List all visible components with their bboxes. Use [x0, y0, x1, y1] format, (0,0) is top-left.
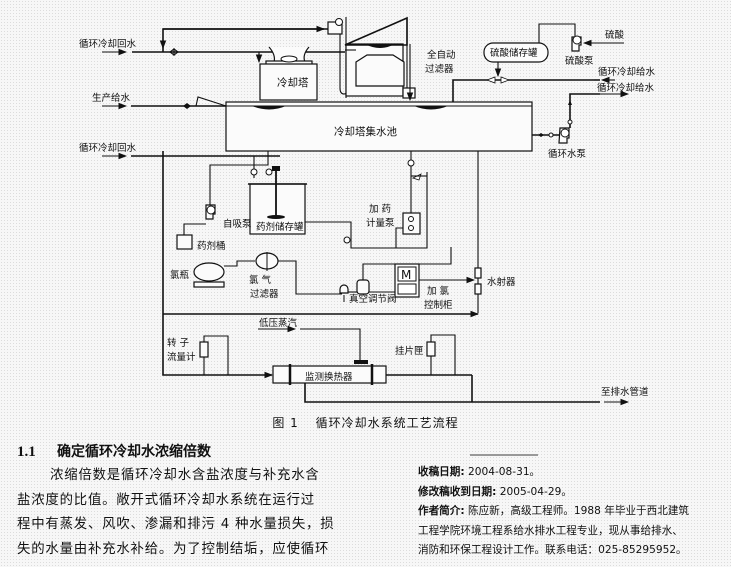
chlorinator-label-1: 加 氯: [427, 285, 450, 297]
cooling-tower-label: 冷却塔: [277, 76, 309, 89]
body-paragraph: 浓缩倍数是循环冷却水含盐浓度与补充水含 盐浓度的比值。敞开式循环冷却水系统在运行…: [17, 464, 362, 562]
chemical-dosing-system: 药剂储存罐 自吸泵 药剂桶 加 药 计量泵: [176, 151, 428, 252]
supply-water-out-label: 循环冷却给水: [597, 82, 655, 94]
chlorine-filter-label-1: 氯 气: [249, 274, 272, 286]
dosing-pump-label-2: 计量泵: [366, 217, 395, 229]
revised-label: 修改稿收到日期:: [418, 485, 497, 498]
author-bio: 作者简介: 陈应新，高级工程师。1988 年毕业于西北建筑: [418, 502, 728, 522]
circ-pump-label: 循环水泵: [548, 148, 587, 160]
footnote-divider: [470, 454, 538, 456]
rotameter-label-1: 转 子: [167, 337, 190, 349]
ejector-label: 水射器: [487, 276, 516, 288]
rotameter-label-2: 流量计: [167, 351, 196, 363]
monitoring-heat-exchanger: 转 子 流量计 低压蒸汽 监测换热器 挂片匣 至排水管道: [162, 314, 649, 406]
basin-label: 冷却塔集水池: [334, 125, 397, 138]
supply-water-in-label: 循环冷却给水: [598, 66, 656, 78]
monitor-hx-label: 监测换热器: [305, 371, 353, 383]
cooling-tower: 冷却塔: [259, 46, 318, 101]
return-water-mid-line: [102, 151, 280, 314]
auto-filter: 全自动 过滤器: [327, 16, 456, 102]
figure-caption: 图 1 循环冷却水系统工艺流程: [0, 414, 731, 431]
received-date: 收稿日期: 2004-08-31。: [418, 463, 728, 483]
sulfuric-tank-label: 硫酸储存罐: [490, 47, 538, 59]
chlorine-bottle-label: 氯瓶: [170, 269, 190, 281]
low-pressure-steam-label: 低压蒸汽: [259, 317, 298, 329]
process-flow-diagram: 冷却塔 全自动 过滤器 冷却塔集水池 硫酸储存罐: [79, 16, 656, 406]
chlorinator-display: M: [401, 268, 411, 282]
section-number: 1.1: [17, 444, 36, 460]
production-supply-label: 生产给水: [92, 92, 131, 104]
chlorinator-label-2: 控制柜: [424, 299, 453, 311]
chem-bucket-label: 药剂桶: [197, 240, 226, 252]
chlorine-filter-label-2: 过滤器: [250, 288, 279, 300]
circulating-pump: 循环冷却给水 循环水泵: [532, 82, 655, 160]
self-priming-pump-label: 自吸泵: [223, 218, 252, 230]
dosing-pump-label-1: 加 药: [369, 204, 391, 215]
received-value: 2004-08-31。: [464, 466, 541, 478]
paragraph-line: 盐浓度的比值。敞开式循环冷却水系统在运行过: [17, 492, 316, 508]
revised-date: 修改稿收到日期: 2005-04-29。: [418, 483, 728, 503]
revised-value: 2005-04-29。: [496, 485, 572, 498]
sulfuric-acid-label: 硫酸: [605, 29, 625, 41]
author-line: 工程学院环境工程系给水排水工程专业，现从事给排水、: [418, 524, 683, 537]
paragraph-line: 失的水量由补充水补给。为了控制结垢，应使循环: [17, 541, 330, 557]
auto-filter-label-1: 全自动: [427, 49, 456, 61]
ejector-line: 水射器: [163, 151, 516, 318]
section-heading: 1.1 确定循环冷却水浓缩倍数: [17, 441, 211, 461]
chlorine-system: 氯瓶 氯 气 过滤器 真空调节阀 M 加 氯 控制柜: [170, 247, 476, 311]
chem-tank-label: 药剂储存罐: [256, 221, 304, 233]
author-line: 消防和环保工程设计工作。联系电话：025-85295952。: [418, 544, 687, 557]
sulfuric-acid-system: 硫酸储存罐 硫酸 硫酸泵 循环冷却给水: [452, 23, 656, 102]
coupon-holder-label: 挂片匣: [395, 345, 424, 357]
footnote-block: 收稿日期: 2004-08-31。 修改稿收到日期: 2005-04-29。 作…: [418, 463, 728, 561]
section-title: 确定循环冷却水浓缩倍数: [57, 444, 211, 460]
caption-number: 图 1: [272, 416, 299, 430]
caption-title: 循环冷却水系统工艺流程: [315, 416, 459, 430]
vacuum-valve-label: 真空调节阀: [349, 293, 397, 305]
auto-filter-label-2: 过滤器: [425, 63, 454, 75]
return-water-mid-label: 循环冷却回水: [79, 142, 137, 154]
return-water-top-line: [102, 25, 345, 57]
author-line: 陈应新，高级工程师。1988 年毕业于西北建筑: [464, 505, 690, 518]
cooling-tower-basin: 冷却塔集水池: [225, 101, 533, 152]
paragraph-line: 浓缩倍数是循环冷却水含盐浓度与补充水含: [50, 468, 320, 483]
received-label: 收稿日期:: [418, 466, 465, 478]
return-water-top-label: 循环冷却回水: [79, 38, 137, 50]
sulfuric-pump-label: 硫酸泵: [565, 55, 594, 67]
pipe-to-cooling-tower: [175, 51, 260, 60]
paragraph-line: 程中有蒸发、风吹、渗漏和排污 4 种水量损失，损: [17, 517, 335, 532]
to-drain-label: 至排水管道: [601, 386, 649, 398]
author-label: 作者简介:: [418, 505, 465, 518]
